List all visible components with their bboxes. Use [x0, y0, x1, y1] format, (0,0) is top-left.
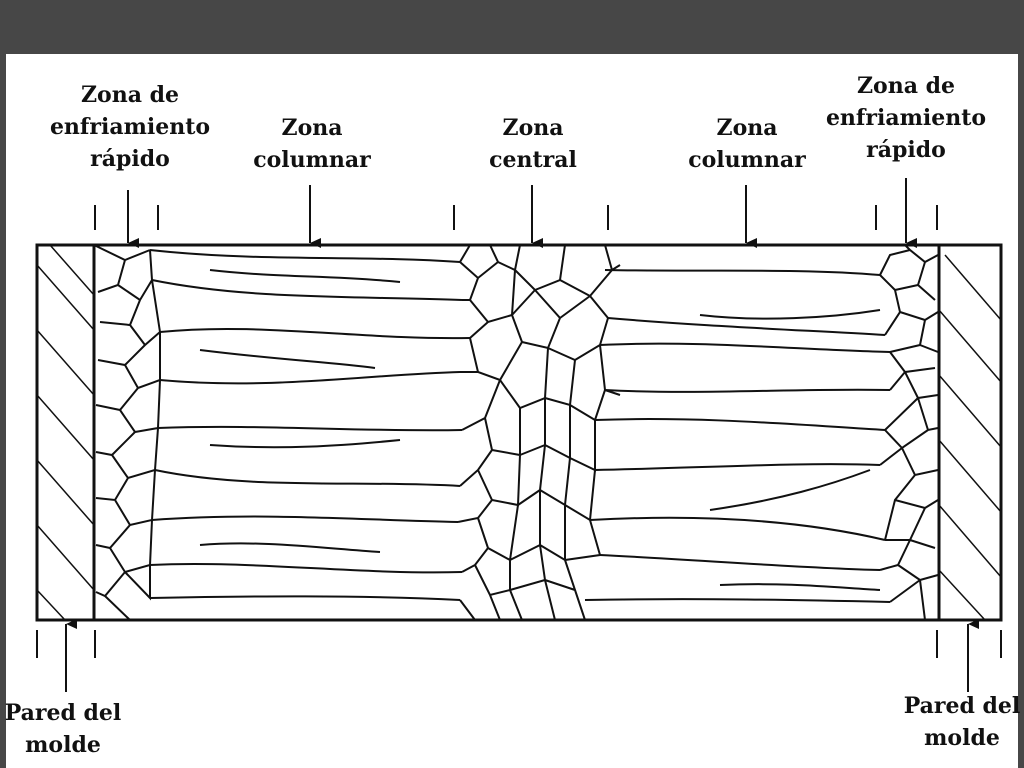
columnar-zone-right-grains	[584, 269, 891, 603]
chill-zone-right-grains	[879, 244, 939, 621]
zone-boundary-ticks-top	[94, 205, 938, 230]
label-mold-wall-right: Pared del molde	[903, 693, 1021, 751]
chill-zone-left-grains	[93, 244, 162, 621]
label-columnar-zone-left: Zona columnar	[253, 115, 371, 173]
zone-boundary-ticks-bottom	[36, 630, 1002, 658]
top-bar	[0, 0, 1024, 54]
mold-wall-right	[937, 243, 1003, 622]
central-zone-grains	[457, 244, 621, 621]
label-central-zone: Zona central	[489, 115, 577, 173]
columnar-zone-left-grains	[149, 249, 471, 601]
label-chill-zone-left: Zona de enfriamiento rápido	[49, 82, 211, 172]
label-columnar-zone-right: Zona columnar	[688, 115, 806, 173]
casting-outline	[92, 243, 941, 622]
mold-wall-left	[35, 243, 96, 622]
slide-canvas	[6, 54, 1018, 768]
label-mold-wall-left: Pared del molde	[4, 700, 122, 758]
label-chill-zone-right: Zona de enfriamiento rápido	[825, 73, 987, 163]
